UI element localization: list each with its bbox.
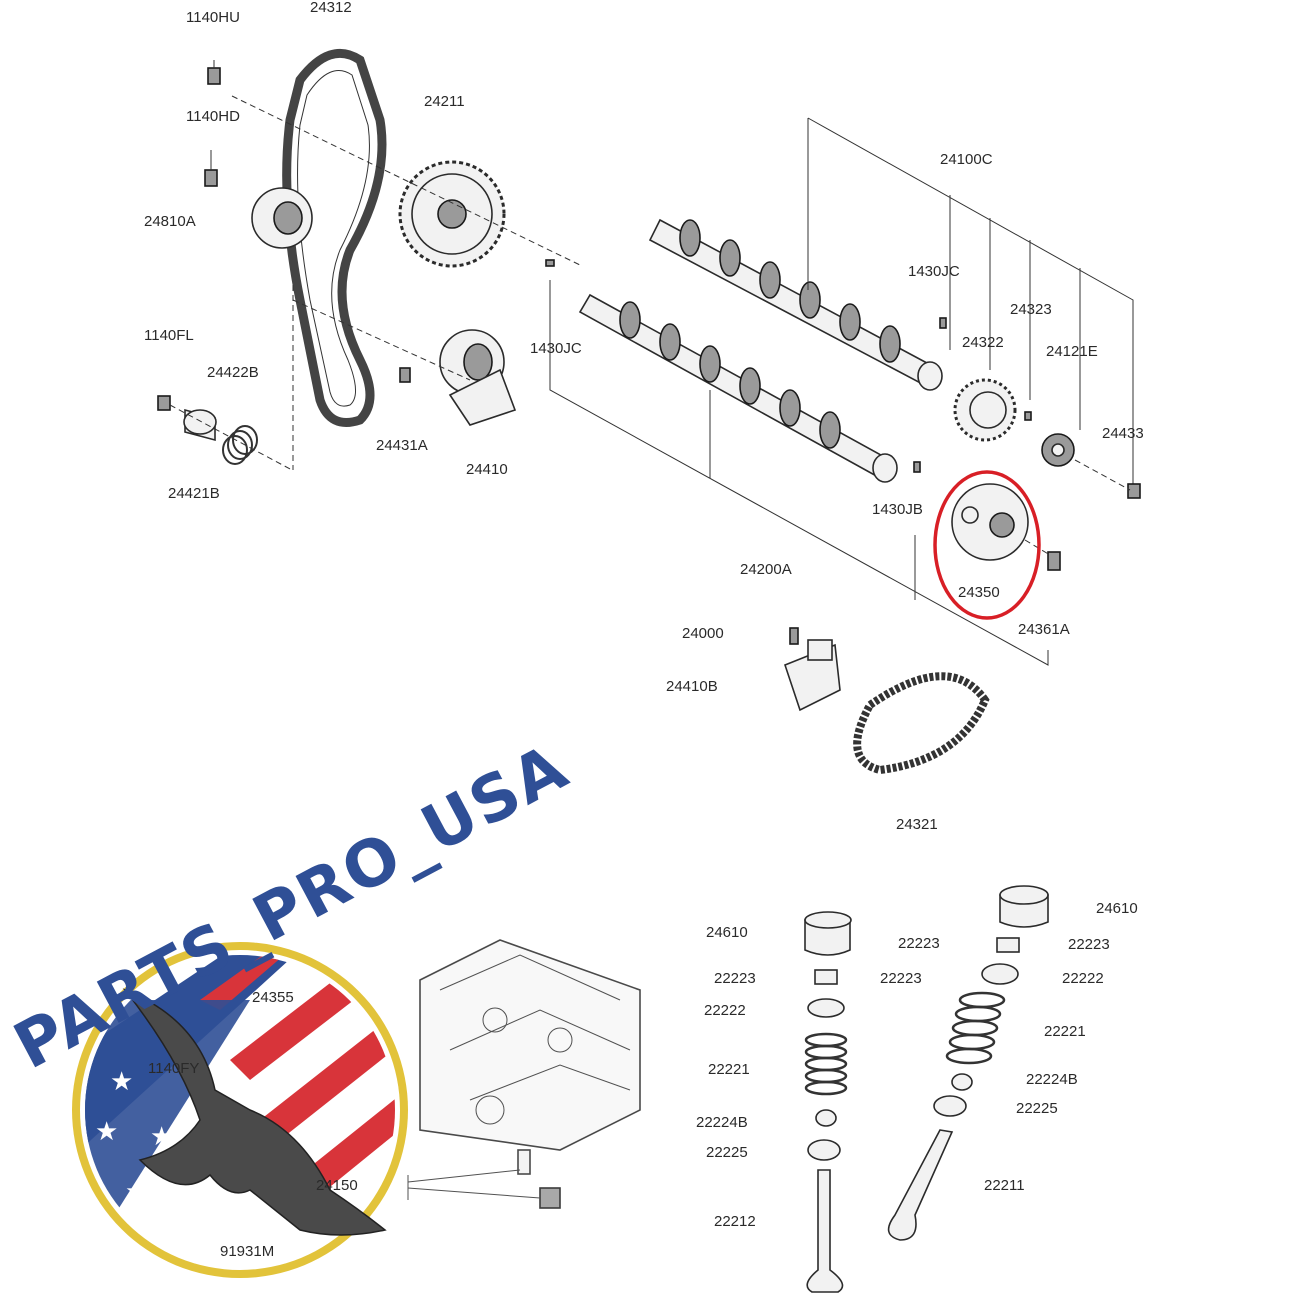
valve-train-right-set xyxy=(887,885,1049,1241)
callout-24421b: 24421B xyxy=(168,485,220,502)
svg-text:★: ★ xyxy=(95,1116,118,1146)
callout-24431a: 24431A xyxy=(376,437,428,454)
group-bracket-24100c xyxy=(807,117,1134,490)
callout-labels: 1140HU 24312 1140HD 24211 24810A 24100C 1430JC… xyxy=(144,0,1144,1260)
callout-1140fy: 1140FY xyxy=(148,1060,199,1077)
svg-text:★: ★ xyxy=(175,1226,198,1256)
callout-24321: 24321 xyxy=(896,816,938,833)
bolt-24361a xyxy=(1047,551,1061,571)
group-bracket-24200a xyxy=(549,280,1049,666)
sprocket-24121e xyxy=(1041,433,1075,467)
callout-24000: 24000 xyxy=(682,625,724,642)
tensioner-spring-assembly xyxy=(157,395,258,465)
callout-24323: 24323 xyxy=(1010,301,1052,318)
callout-22221-left: 22221 xyxy=(708,1061,750,1078)
callout-24355: 24355 xyxy=(252,989,294,1006)
callout-1430jc-left: 1430JC xyxy=(530,340,582,357)
camshaft-intake xyxy=(578,293,898,483)
callout-24350: 24350 xyxy=(958,584,1000,601)
svg-text:★: ★ xyxy=(110,1066,133,1096)
callout-22224b-left: 22224B xyxy=(696,1114,748,1131)
callout-22225-left: 22225 xyxy=(706,1144,748,1161)
cam-phaser-24350 xyxy=(951,483,1061,571)
callout-22224b-right: 22224B xyxy=(1026,1071,1078,1088)
chain-tensioner-24410b xyxy=(784,627,841,712)
pin-24323 xyxy=(1024,411,1032,421)
timing-belt xyxy=(282,48,387,427)
highlight-circle xyxy=(933,470,1041,620)
callout-1140hd: 1140HD xyxy=(186,108,240,125)
callout-91931m: 91931M xyxy=(220,1243,274,1260)
callout-22212: 22212 xyxy=(714,1213,756,1230)
callout-24433: 24433 xyxy=(1102,425,1144,442)
timing-chain-24321 xyxy=(853,672,990,775)
callout-24312: 24312 xyxy=(310,0,352,16)
callout-22211: 22211 xyxy=(984,1177,1025,1194)
callout-22221-right: 22221 xyxy=(1044,1023,1086,1040)
bolt-24431a xyxy=(399,367,411,383)
callout-22222-right: 22222 xyxy=(1062,970,1104,987)
svg-text:★: ★ xyxy=(245,1216,268,1246)
callout-22225-right: 22225 xyxy=(1016,1100,1058,1117)
callout-24322: 24322 xyxy=(962,334,1004,351)
callout-1140fl: 1140FL xyxy=(144,327,194,344)
callout-22223-r2: 22223 xyxy=(1068,936,1110,953)
callout-1430jc-top: 1430JC xyxy=(908,263,960,280)
cylinder-head xyxy=(407,939,641,1209)
belt-tensioner xyxy=(439,329,517,426)
callout-24410b: 24410B xyxy=(666,678,718,695)
callout-24100c: 24100C xyxy=(940,151,993,168)
bolt-24433 xyxy=(1127,483,1141,499)
dowel-pin-1430jc-left xyxy=(545,259,555,267)
bolt-1140hd xyxy=(204,150,218,187)
cam-sprocket xyxy=(398,160,506,268)
svg-text:★: ★ xyxy=(195,1181,218,1211)
callout-24810a: 24810A xyxy=(144,213,196,230)
callout-24610-right: 24610 xyxy=(1096,900,1138,917)
chain-sprocket-24322 xyxy=(953,378,1017,442)
callout-24211: 24211 xyxy=(424,93,465,110)
callout-24150: 24150 xyxy=(316,1177,358,1194)
bolt-1140hu xyxy=(207,60,221,85)
valve-train-left-set xyxy=(804,911,852,1293)
callout-24410: 24410 xyxy=(466,461,508,478)
callout-22222-left: 22222 xyxy=(704,1002,746,1019)
callout-22223-l1: 22223 xyxy=(714,970,756,987)
svg-text:★: ★ xyxy=(125,1176,148,1206)
dowel-pin-1430jc-top xyxy=(939,317,947,329)
callout-1430jb: 1430JB xyxy=(872,501,923,518)
camshaft-exhaust xyxy=(648,218,943,391)
callout-1140hu: 1140HU xyxy=(186,9,240,26)
callout-22223-r1: 22223 xyxy=(898,935,940,952)
callout-24121e: 24121E xyxy=(1046,343,1098,360)
callout-24361a: 24361A xyxy=(1018,621,1070,638)
callout-24610-left: 24610 xyxy=(706,924,748,941)
svg-text:★: ★ xyxy=(150,1121,173,1151)
callout-24200a: 24200A xyxy=(740,561,792,578)
idler-pulley xyxy=(251,187,313,249)
callout-24422b: 24422B xyxy=(207,364,259,381)
dowel-pin-1430jb xyxy=(913,461,921,473)
callout-22223-l2: 22223 xyxy=(880,970,922,987)
eagle-silhouette xyxy=(122,988,387,1236)
